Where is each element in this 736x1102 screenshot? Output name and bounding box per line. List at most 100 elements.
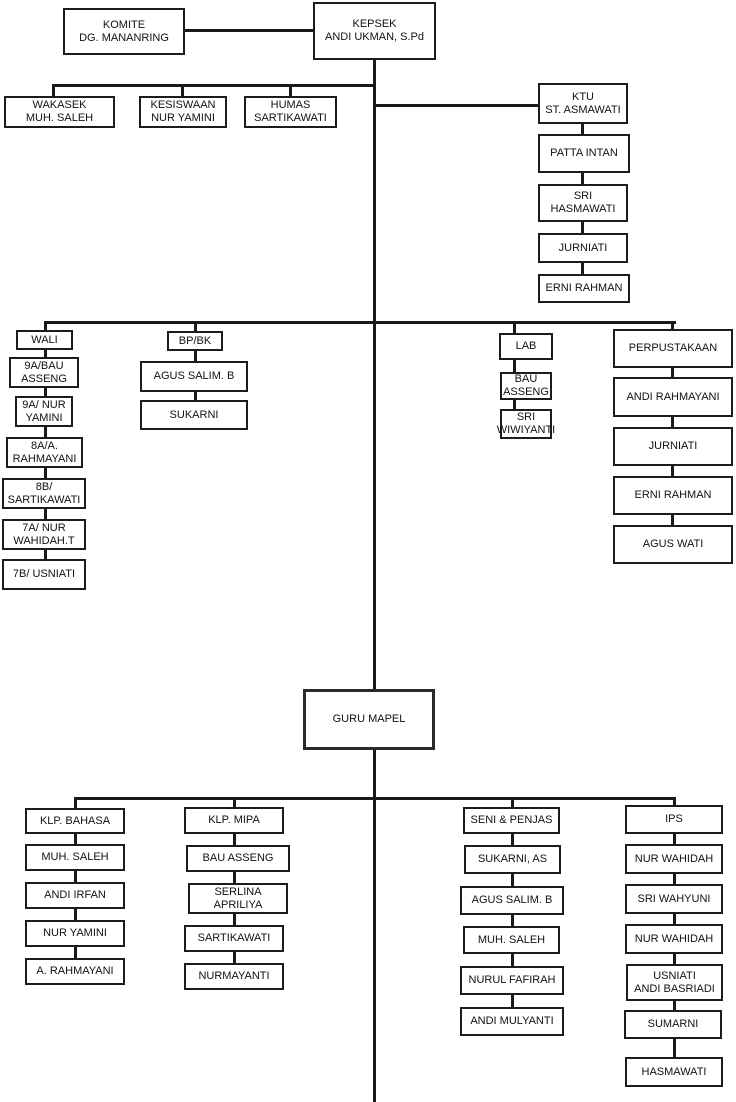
node-label: SRI HASMAWATI (550, 190, 616, 215)
node-label: MUH. SALEH (41, 851, 109, 863)
connector-stub (671, 416, 674, 428)
node-wali-4: 8B/ SARTIKAWATI (2, 478, 86, 509)
connector-stub (194, 350, 197, 362)
node-label: SENI & PENJAS (470, 814, 553, 826)
node-label: BAU ASSENG (503, 373, 549, 398)
connector-stub (671, 321, 674, 330)
connector-stub (511, 953, 514, 967)
node-bpbk-1: AGUS SALIM. B (140, 361, 248, 392)
node-bpbk-2: SUKARNI (140, 400, 248, 430)
node-label: 9A/BAU ASSENG (21, 359, 67, 385)
connector-stub (513, 321, 516, 334)
node-seni-2: AGUS SALIM. B (460, 886, 564, 915)
node-label: AGUS SALIM. B (153, 370, 235, 382)
connector-stub (511, 914, 514, 927)
node-wali-1: 9A/BAU ASSENG (9, 357, 79, 388)
connector-stub (44, 427, 47, 438)
connector-stub (233, 871, 236, 884)
node-ips-1: NUR WAHIDAH (625, 844, 723, 874)
node-label: A. RAHMAYANI (36, 965, 114, 977)
connector-central-spine (373, 58, 376, 1102)
connector-stub (581, 123, 584, 135)
connector-stub (289, 84, 292, 96)
node-bahasa-3: NUR YAMINI (25, 920, 125, 947)
connector-stub (513, 399, 516, 410)
connector-stub (511, 994, 514, 1008)
node-label: ANDI IRFAN (44, 889, 106, 901)
connector-stub (673, 797, 676, 806)
node-label: NUR WAHIDAH (634, 852, 714, 865)
connector-stub (673, 913, 676, 925)
connector-bottom-branch (74, 797, 676, 800)
node-label: KOMITE DG. MANANRING (79, 18, 169, 44)
node-label: 8B/ SARTIKAWATI (7, 480, 81, 506)
node-label: MUH. SALEH (477, 933, 546, 946)
node-label: BP/BK (178, 334, 212, 347)
node-seni-4: NURUL FAFIRAH (460, 966, 564, 995)
node-label: ANDI MULYANTI (470, 1015, 554, 1027)
node-label: PERPUSTAKAAN (628, 342, 718, 354)
node-mipa-1: BAU ASSENG (186, 845, 290, 872)
node-label: NURMAYANTI (198, 970, 270, 982)
node-label: NUR YAMINI (43, 927, 107, 939)
node-bahasa-1: MUH. SALEH (25, 844, 125, 871)
node-label: 7A/ NUR WAHIDAH.T (13, 521, 75, 547)
node-ips-4: USNIATI ANDI BASRIADI (626, 964, 723, 1001)
node-ktu-staff-2: SRI HASMAWATI (538, 184, 628, 222)
node-ktu-staff-1: PATTA INTAN (538, 134, 630, 173)
connector-stub (671, 465, 674, 477)
node-perpustakaan-3: ERNI RAHMAN (613, 476, 733, 515)
connector-stub (74, 870, 77, 883)
node-klp-mipa: KLP. MIPA (184, 807, 284, 834)
node-label: ANDI RAHMAYANI (626, 390, 720, 403)
node-label: LAB (515, 340, 537, 352)
node-seni-3: MUH. SALEH (463, 926, 560, 954)
connector-stub (511, 797, 514, 808)
node-ips-3: NUR WAHIDAH (625, 924, 723, 954)
connector-stub (233, 951, 236, 964)
node-wali: WALI (16, 330, 73, 350)
node-perpustakaan-2: JURNIATI (613, 427, 733, 466)
connector-stub (673, 833, 676, 845)
connector-stub (233, 913, 236, 926)
node-label: SARTIKAWATI (197, 932, 271, 944)
node-mipa-2: SERLINA APRILIYA (188, 883, 288, 914)
node-label: 8A/A. RAHMAYANI (12, 439, 77, 465)
node-seni-1: SUKARNI, AS (464, 845, 561, 874)
connector-stub (44, 468, 47, 479)
node-ips: IPS (625, 805, 723, 834)
node-label: KLP. MIPA (208, 814, 260, 826)
connector-komite-kepsek (185, 29, 313, 32)
node-label: HUMAS SARTIKAWATI (254, 99, 327, 124)
node-ktu-staff-4: ERNI RAHMAN (538, 274, 630, 303)
node-label: SRI WIWIYANTI (496, 411, 556, 436)
connector-stub (673, 873, 676, 885)
connector-stub (513, 359, 516, 373)
connector-staff-branch (52, 84, 374, 87)
node-label: ERNI RAHMAN (634, 489, 712, 501)
connector-stub (44, 509, 47, 520)
connector-stub (44, 387, 47, 397)
connector-stub (52, 84, 55, 96)
connector-stub (673, 953, 676, 965)
node-label: 7B/ USNIATI (12, 568, 76, 580)
node-label: JURNIATI (558, 241, 608, 254)
node-ips-6: HASMAWATI (625, 1057, 723, 1087)
node-label: SUMARNI (647, 1018, 699, 1030)
connector-ktu-branch (374, 104, 539, 107)
node-wali-6: 7B/ USNIATI (2, 559, 86, 590)
node-label: 9A/ NUR YAMINI (22, 398, 66, 424)
connector-stub (581, 262, 584, 275)
node-label: GURU MAPEL (332, 713, 406, 725)
node-label: JURNIATI (648, 440, 698, 452)
connector-middle-branch (46, 321, 676, 324)
node-label: WALI (31, 333, 58, 346)
node-lab-2: SRI WIWIYANTI (497, 409, 555, 439)
node-perpustakaan-4: AGUS WATI (613, 525, 733, 564)
node-bahasa-4: A. RAHMAYANI (25, 958, 125, 985)
connector-stub (74, 833, 77, 845)
node-bpbk: BP/BK (167, 331, 223, 351)
connector-stub (74, 797, 77, 809)
node-label: AGUS SALIM. B (471, 894, 553, 906)
node-wali-3: 8A/A. RAHMAYANI (6, 437, 83, 468)
